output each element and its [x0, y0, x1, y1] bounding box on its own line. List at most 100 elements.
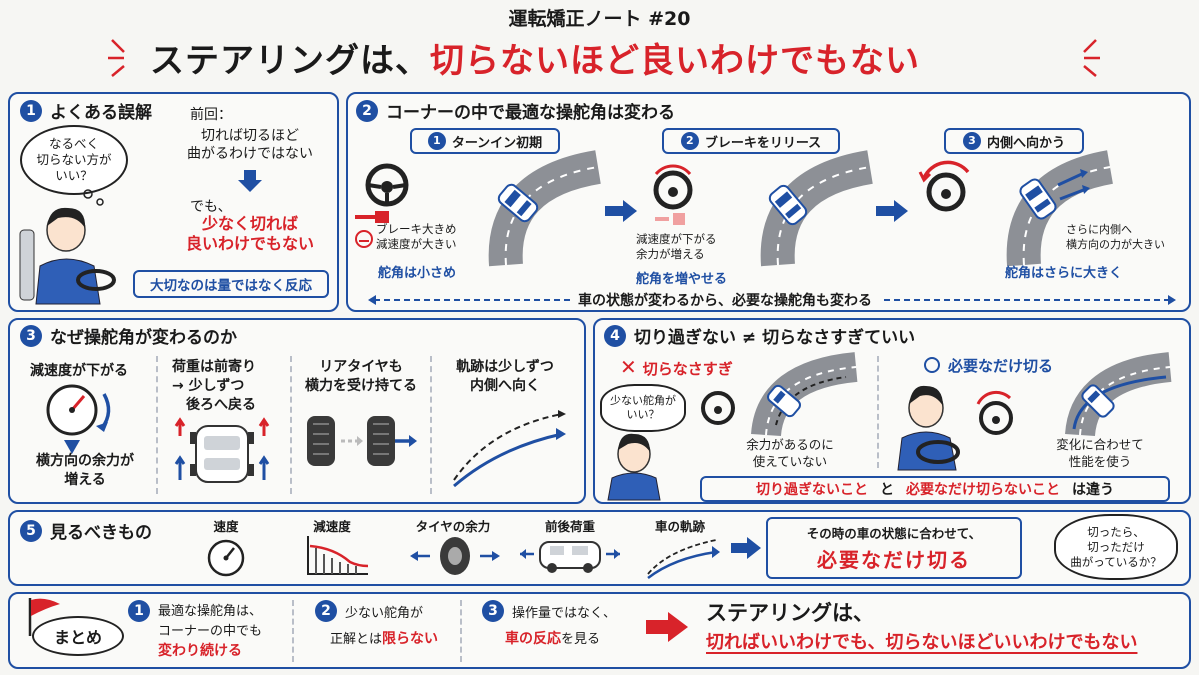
s3-number: 3 — [20, 324, 42, 347]
s1-prev-text: 切れば切るほど 曲がるわけではない — [160, 127, 340, 163]
s5-item-load-transfer: 前後荷重 — [544, 519, 595, 534]
s2-phase-3-num: 3 — [962, 132, 981, 150]
s4-box-and: と — [880, 482, 894, 498]
s5-bubble-text: 切ったら、 切っただけ 曲がっているか？ — [1070, 524, 1162, 569]
s2-arrow-2-icon — [876, 200, 908, 222]
s5-item-trajectory: 車の軌跡 — [654, 519, 705, 534]
s4-left-driver-illustration — [607, 433, 661, 501]
s1-but: でも、 — [190, 199, 232, 215]
summary-divider-2 — [460, 600, 462, 662]
s3-col2: 荷重は前寄り → 少しずつ 後ろへ戻る — [172, 358, 256, 415]
s5-key-box: その時の車の状態に合わせて、 必要なだけ切る — [766, 517, 1022, 579]
summary-p3-line2: 車の反応を見る — [505, 628, 600, 648]
s3-col2-text: 荷重は前寄り → 少しずつ 後ろへ戻る — [172, 359, 256, 413]
s2-p1-note-text: ブレーキ大きめ 減速度が大きい — [376, 222, 457, 251]
s4-right-note-text: 変化に合わせて 性能を使う — [1056, 437, 1144, 469]
summary-p3-num: 3 — [482, 600, 504, 622]
title-black: ステアリングは、 — [150, 41, 430, 81]
flag-icon — [28, 598, 60, 636]
s2-p2-note-text: 減速度が下がる 余力が増える — [636, 232, 717, 261]
s4-box-red2: 必要なだけ切らないこと — [906, 482, 1060, 498]
s1-driver-illustration — [19, 189, 116, 305]
s5-tire-icon — [410, 537, 500, 575]
summary-arrow-icon — [646, 612, 688, 642]
s4-left-head-text: 切らなさすぎ — [642, 360, 733, 378]
s3-col4: 軌跡は少しずつ 内側へ向く — [440, 358, 570, 396]
s5-car-side-icon — [520, 541, 620, 573]
s5-decel-chart-icon — [307, 536, 369, 575]
s4-title: 4 切り過ぎない ≠ 切らなさすぎていい — [604, 323, 915, 348]
s5-number: 5 — [20, 519, 42, 542]
s5-box-line1: その時の車の状態に合わせて、 — [806, 526, 982, 541]
cross-icon: ✕ — [620, 355, 637, 379]
s3-col1-top: 減速度が下がる — [30, 363, 128, 379]
s3-title: 3 なぜ操舵角が変わるのか — [20, 323, 237, 348]
summary-p1-red: 変わり続ける — [158, 643, 242, 659]
s2-p3-angle: 舵角はさらに大きく — [1005, 266, 1123, 281]
s2-phase-3-label: 内側へ向かう — [986, 135, 1065, 151]
panel-summary — [8, 592, 1191, 669]
s3-col1-bottom: 横方向の余力が 増える — [20, 452, 150, 490]
s2-title-text: コーナーの中で最適な操舵角は変わる — [386, 103, 675, 123]
s2-title: 2 コーナーの中で最適な操舵角は変わる — [356, 98, 675, 123]
s2-p1-angle: 舵角は小さめ — [378, 266, 457, 281]
summary-p3-post: を見る — [561, 632, 601, 647]
s5-box-line2: 必要なだけ切る — [817, 548, 971, 572]
summary-p2-line1: 少ない舵角が — [345, 606, 424, 621]
s2-decel-gauge-icon — [355, 230, 373, 248]
s5-arrow-icon — [731, 537, 761, 559]
s5-item-speed: 速度 — [213, 519, 239, 534]
s2-phase-2-box: 2 ブレーキをリリース — [662, 128, 840, 154]
summary-label-box: まとめ — [32, 616, 124, 656]
s4-right-head: 必要なだけ切る — [924, 355, 1053, 376]
summary-p2-red: 限らない — [382, 631, 439, 647]
title-red: 切らないほど良いわけでもない — [430, 41, 920, 81]
s4-left-note: 余力があるのに 使えていない — [730, 436, 850, 470]
s2-phase-3-box: 3 内側へ向かう — [944, 128, 1084, 154]
s1-key-box: 大切なのは量ではなく反応 — [133, 270, 329, 298]
s1-red-text: 少なく切れば 良いわけでもない — [160, 214, 340, 254]
s2-phase-1-box: 1 ターンイン初期 — [410, 128, 560, 154]
s3-col3: リアタイヤも 横力を受け持てる — [296, 358, 426, 396]
s2-phase-1-label: ターンイン初期 — [451, 135, 543, 151]
s1-prev-text-content: 切れば切るほど 曲がるわけではない — [187, 128, 313, 162]
summary-p3-line1: 操作量ではなく、 — [512, 606, 617, 621]
s2-arrow-1-icon — [605, 200, 637, 222]
s4-left-bubble-text: 少ない舵角が いい？ — [610, 394, 676, 421]
s4-left-thought-bubble: 少ない舵角が いい？ — [600, 384, 686, 432]
summary-p1-line2: コーナーの中でも — [158, 624, 263, 639]
s4-right-steering-wheel-icon — [976, 390, 1013, 435]
summary-p1-num: 1 — [128, 600, 150, 622]
s4-right-driver-illustration — [897, 385, 960, 471]
summary-p3-red: 車の反応 — [505, 631, 561, 647]
s2-corner-road-3 — [1006, 150, 1114, 267]
summary-p2-num: 2 — [315, 600, 337, 622]
s2-phase-2-num: 2 — [680, 132, 699, 150]
s4-right-note: 変化に合わせて 性能を使う — [1040, 436, 1160, 470]
s2-phase-1-num: 1 — [427, 132, 446, 150]
s2-p2-note: 減速度が下がる 余力が増える — [636, 232, 717, 262]
s3-col4-text: 軌跡は少しずつ 内側へ向く — [456, 359, 554, 394]
s3-gauge-icon — [46, 384, 111, 436]
s1-red-text-content: 少なく切れば 良いわけでもない — [185, 214, 314, 253]
s5-speedometer-icon — [207, 539, 245, 577]
s2-brake-release-icon — [655, 213, 685, 225]
s3-divider-3 — [430, 356, 432, 494]
summary-p2-pre: 正解とは — [330, 632, 383, 647]
s5-title-text: 見るべきもの — [50, 523, 152, 543]
s1-prev-label: 前回： — [190, 107, 232, 123]
s3-col3-text: リアタイヤも 横力を受け持てる — [305, 359, 417, 394]
page-subtitle: 運転矯正ノート #20 — [508, 8, 691, 30]
title-sparks-right-icon — [1083, 39, 1100, 77]
s1-down-arrow-icon — [238, 170, 262, 192]
s3-col1-bottom-text: 横方向の余力が 増える — [36, 453, 134, 488]
s2-phase-2-label: ブレーキをリリース — [704, 135, 822, 151]
s3-down-arrow-icon — [64, 440, 80, 454]
s1-title: 1 よくある誤解 — [20, 98, 152, 123]
s4-title-text: 切り過ぎない ≠ 切らなさすぎていい — [634, 328, 916, 348]
s5-question-bubble: 切ったら、 切っただけ 曲がっているか？ — [1054, 514, 1178, 580]
s1-thought-bubble: なるべく 切らない方が いい？ — [20, 125, 128, 195]
s4-box-end: は違う — [1072, 482, 1114, 498]
summary-p2-line2: 正解とは限らない — [330, 628, 438, 648]
s2-brake-bar-icon — [355, 211, 389, 223]
